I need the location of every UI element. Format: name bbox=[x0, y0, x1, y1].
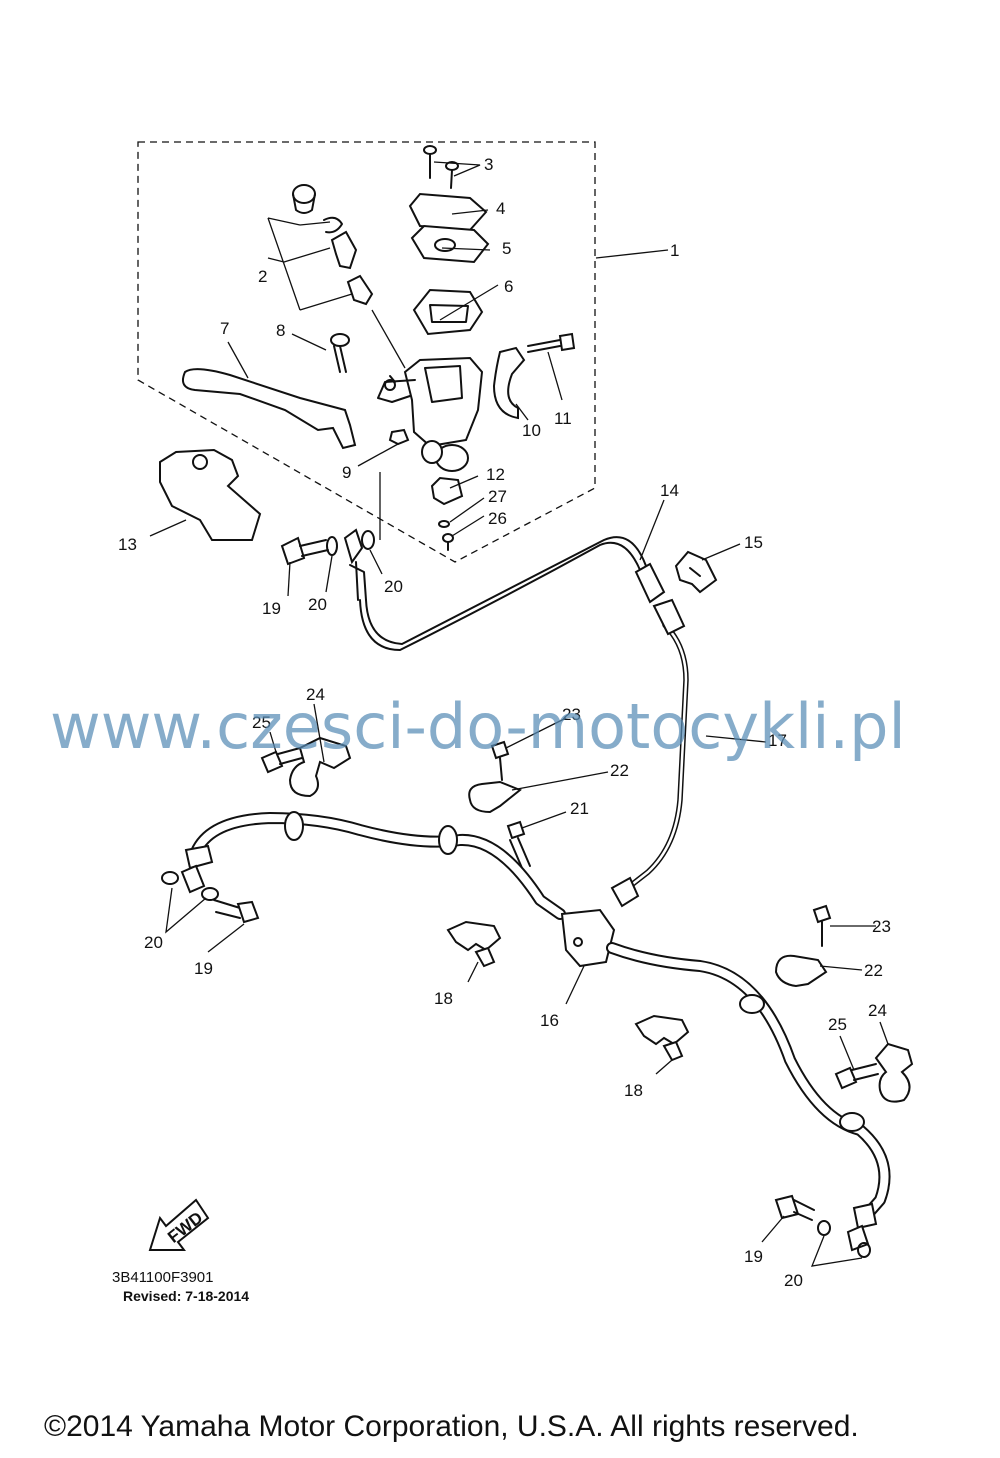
callout-21: 21 bbox=[570, 799, 589, 818]
callout-labels: 1 2 3 4 5 6 7 8 9 10 11 12 13 14 15 16 1… bbox=[118, 155, 891, 1290]
revision-date: Revised: 7-18-2014 bbox=[123, 1288, 250, 1304]
union-bolt-left bbox=[213, 899, 260, 924]
left-hose bbox=[180, 811, 566, 920]
brake-pipe bbox=[610, 598, 689, 908]
union-bolt-top bbox=[280, 536, 329, 566]
screws bbox=[423, 145, 459, 189]
callout-20-bottom: 20 bbox=[784, 1271, 803, 1290]
callout-18-right: 18 bbox=[624, 1081, 643, 1100]
brake-switch bbox=[430, 476, 464, 506]
clamp-bolt bbox=[490, 740, 510, 781]
callout-19-top: 19 bbox=[262, 599, 281, 618]
callout-1: 1 bbox=[670, 241, 679, 260]
hose-holder bbox=[634, 1014, 690, 1046]
lever-cover bbox=[159, 448, 262, 541]
gasket bbox=[161, 871, 179, 885]
callout-25-right: 25 bbox=[828, 1015, 847, 1034]
gasket bbox=[857, 1242, 871, 1258]
holder-bolt bbox=[527, 332, 576, 353]
callout-5: 5 bbox=[502, 239, 511, 258]
brake-hose-joint bbox=[560, 908, 616, 968]
callout-25-top: 25 bbox=[252, 713, 271, 732]
hose-holder bbox=[446, 920, 502, 952]
callout-16: 16 bbox=[540, 1011, 559, 1030]
callout-2: 2 bbox=[258, 267, 267, 286]
callout-9: 9 bbox=[342, 463, 351, 482]
callout-23-right: 23 bbox=[872, 917, 891, 936]
washer bbox=[438, 520, 450, 528]
assembly-boundary bbox=[137, 141, 596, 563]
callout-24-right: 24 bbox=[868, 1001, 887, 1020]
callout-22-top: 22 bbox=[610, 761, 629, 780]
callout-14: 14 bbox=[660, 481, 679, 500]
callout-10: 10 bbox=[522, 421, 541, 440]
callout-26: 26 bbox=[488, 509, 507, 528]
switch-screw bbox=[442, 533, 454, 551]
callout-24-top: 24 bbox=[306, 685, 325, 704]
nut bbox=[388, 428, 410, 446]
brake-lever bbox=[182, 368, 357, 450]
callout-12: 12 bbox=[486, 465, 505, 484]
diaphragm-holder bbox=[410, 224, 490, 264]
callout-11: 11 bbox=[554, 409, 572, 428]
callout-7: 7 bbox=[220, 319, 229, 338]
hose-bracket bbox=[288, 736, 352, 798]
clamp-bolt bbox=[812, 904, 832, 947]
copyright: ©2014 Yamaha Motor Corporation, U.S.A. A… bbox=[44, 1410, 859, 1443]
bracket-bolt bbox=[834, 1063, 879, 1090]
diaphragm bbox=[412, 288, 484, 336]
callout-20-top-left: 20 bbox=[308, 595, 327, 614]
callout-8: 8 bbox=[276, 321, 285, 340]
master-cylinder bbox=[377, 356, 484, 472]
watermark: www.czesci-do-motocykli.pl bbox=[50, 690, 906, 763]
callout-23-top: 23 bbox=[562, 705, 581, 724]
right-hose bbox=[606, 942, 891, 1252]
hose-clamp bbox=[468, 780, 522, 814]
hose-bracket bbox=[874, 1042, 914, 1103]
joint-bolt bbox=[506, 820, 531, 869]
bracket-bolt bbox=[260, 747, 303, 774]
gasket bbox=[326, 536, 338, 556]
callout-20-left: 20 bbox=[144, 933, 163, 952]
pivot-bolt bbox=[330, 333, 350, 373]
reservoir-cap bbox=[408, 192, 488, 232]
leader-lines bbox=[149, 161, 889, 1243]
diagram-code: 3B41100F3901 bbox=[112, 1269, 214, 1286]
callout-13: 13 bbox=[118, 535, 137, 554]
gasket bbox=[201, 887, 219, 901]
upper-hose bbox=[359, 541, 641, 651]
holder bbox=[492, 346, 526, 420]
fwd-arrow-icon: FWD bbox=[148, 1198, 210, 1251]
callout-6: 6 bbox=[504, 277, 513, 296]
gasket bbox=[361, 530, 375, 550]
callout-3: 3 bbox=[484, 155, 493, 174]
callout-22-right: 22 bbox=[864, 961, 883, 980]
callout-18-left: 18 bbox=[434, 989, 453, 1008]
piston-kit bbox=[292, 184, 374, 306]
hose-clamp bbox=[774, 954, 828, 988]
union-bolt-bottom bbox=[774, 1194, 815, 1221]
callout-4: 4 bbox=[496, 199, 505, 218]
callout-19-left: 19 bbox=[194, 959, 213, 978]
callout-27: 27 bbox=[488, 487, 507, 506]
callout-15: 15 bbox=[744, 533, 763, 552]
callout-19-bottom: 19 bbox=[744, 1247, 763, 1266]
callout-17: 17 bbox=[768, 731, 787, 750]
callout-20-top-right: 20 bbox=[384, 577, 403, 596]
gasket bbox=[817, 1220, 831, 1236]
